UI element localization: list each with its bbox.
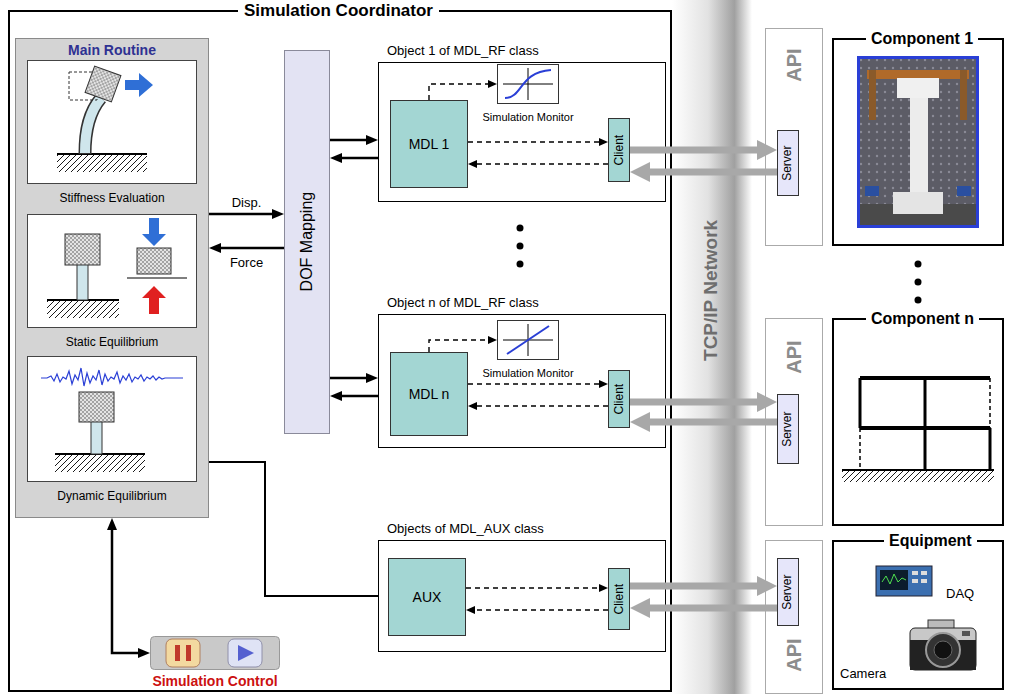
api-label: API	[782, 638, 806, 671]
daq-icon	[874, 560, 934, 600]
module-label: MDL n	[409, 386, 450, 403]
connector	[330, 377, 366, 380]
client-box: Client	[608, 118, 630, 182]
connector	[342, 395, 378, 398]
module-box: MDL 1	[390, 100, 468, 188]
stiffness-illustration	[27, 60, 197, 184]
server-box: Server	[777, 130, 799, 196]
client-box: Client	[608, 370, 630, 428]
connector	[468, 141, 599, 142]
object-heading: Object n of MDL_RF class	[387, 295, 539, 311]
dynamic-panel: Dynamic Equilibrium	[27, 356, 197, 506]
module-label: MDL 1	[409, 136, 450, 153]
component-title: Component 1	[866, 29, 978, 49]
control-caption: Simulation Control	[152, 673, 277, 689]
component-title: Equipment	[884, 531, 977, 551]
equipment-box: EquipmentDAQCamera	[832, 540, 1004, 690]
client-label: Client	[612, 135, 626, 166]
connector	[475, 609, 608, 610]
mapping-bar: DOF Mapping	[284, 50, 330, 434]
component-box: Component 1	[832, 38, 1004, 246]
static-panel: Static Equilibrium	[27, 214, 197, 354]
server-box: Server	[777, 558, 799, 626]
camera-icon	[906, 614, 980, 676]
panel-caption: Stiffness Evaluation	[59, 191, 164, 205]
connector	[650, 169, 777, 176]
network-band: TCP/IP Network	[672, 0, 752, 694]
control-buttons	[150, 636, 280, 670]
module-box: MDL n	[390, 352, 468, 436]
monitor-caption: Simulation Monitor	[482, 367, 573, 380]
stiffness-panel: Stiffness Evaluation	[27, 60, 197, 208]
connector	[477, 405, 608, 406]
connector	[209, 462, 378, 596]
module-box: AUX	[388, 558, 466, 636]
bar-label: DOF Mapping	[297, 192, 316, 292]
connector	[650, 419, 777, 426]
network-label: TCP/IP Network	[701, 219, 724, 360]
connector	[630, 399, 757, 406]
panel-caption: Static Equilibrium	[66, 335, 159, 349]
static-illustration	[27, 214, 197, 328]
api-label: API	[782, 48, 806, 81]
connector	[630, 147, 757, 154]
edge-label: Disp.	[232, 195, 262, 211]
frame-title: Simulation Coordinator	[238, 0, 439, 22]
connector	[429, 340, 488, 352]
panel-title: Main Routine	[68, 42, 156, 59]
connector	[221, 247, 284, 250]
object-box: Objects of MDL_AUX classAUXClient	[378, 540, 666, 652]
object-heading: Object 1 of MDL_RF class	[387, 43, 539, 59]
client-label: Client	[612, 584, 626, 615]
connector	[330, 139, 366, 142]
monitor-chart	[497, 320, 559, 360]
api-panel: API Server	[765, 28, 823, 246]
api-panel: API Server	[765, 318, 823, 526]
connector	[112, 530, 138, 653]
frame-structure	[840, 348, 996, 488]
object-box: Object 1 of MDL_RF classMDL 1 Simulation…	[378, 62, 666, 202]
module-label: AUX	[413, 589, 442, 606]
connector	[209, 213, 272, 216]
coordinator-frame: Simulation CoordinatorMain Routine Stiff…	[8, 10, 672, 692]
client-box: Client	[608, 568, 630, 630]
server-box: Server	[777, 394, 799, 464]
main-routine-panel: Main Routine Stiffness Evaluation Static…	[15, 38, 209, 518]
component-box: Component n	[832, 318, 1004, 526]
connector	[630, 583, 757, 590]
monitor-chart	[497, 64, 559, 104]
monitor-caption: Simulation Monitor	[482, 111, 573, 124]
object-heading: Objects of MDL_AUX class	[387, 521, 544, 537]
monitor: Simulation Monitor	[468, 64, 588, 122]
object-box: Object n of MDL_RF classMDL n Simulation…	[378, 314, 666, 448]
connector	[477, 163, 608, 164]
dynamic-illustration	[27, 356, 197, 482]
connector	[466, 587, 599, 588]
api-panel: API Server	[765, 540, 823, 694]
panel-caption: Dynamic Equilibrium	[57, 489, 166, 503]
server-label: Server	[781, 574, 795, 609]
connector	[468, 383, 599, 384]
server-label: Server	[781, 411, 795, 446]
component-title: Component n	[866, 309, 979, 329]
device-label: Camera	[840, 666, 886, 682]
test-photo	[857, 56, 979, 228]
connector	[650, 605, 777, 612]
connector	[342, 157, 378, 160]
client-label: Client	[612, 384, 626, 415]
monitor: Simulation Monitor	[468, 320, 588, 378]
connector	[429, 84, 488, 100]
device-label: DAQ	[946, 586, 974, 602]
edge-label: Force	[230, 255, 263, 271]
api-label: API	[782, 340, 806, 373]
server-label: Server	[781, 145, 795, 180]
simulation-control: Simulation Control	[140, 636, 290, 690]
